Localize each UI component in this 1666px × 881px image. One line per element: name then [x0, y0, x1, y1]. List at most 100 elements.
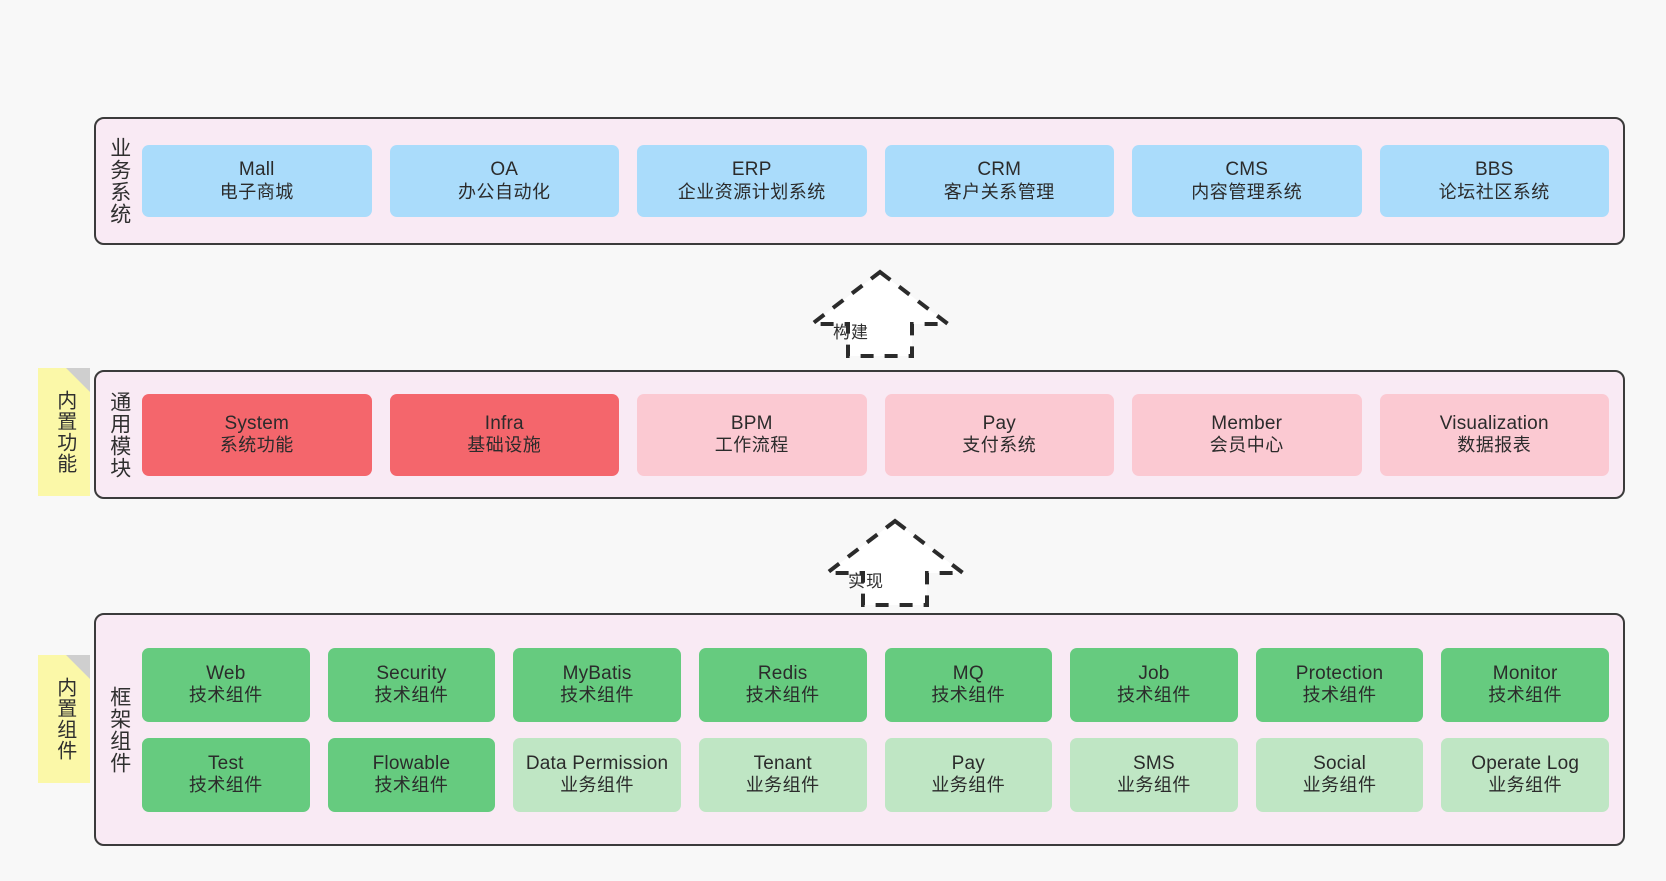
- node-subtitle: 业务组件: [560, 775, 635, 796]
- node-title: BPM: [730, 412, 773, 434]
- node-title: BBS: [1474, 159, 1514, 181]
- node-title: Pay: [951, 752, 985, 774]
- node-title: Monitor: [1492, 662, 1558, 684]
- node-title: Member: [1211, 412, 1283, 434]
- node-subtitle: 业务组件: [931, 775, 1006, 796]
- node-title: ERP: [731, 159, 772, 181]
- node-subtitle: 技术组件: [1116, 685, 1191, 706]
- node-subtitle: 论坛社区系统: [1438, 181, 1550, 202]
- note-builtin-components-text: 内置组件: [53, 677, 76, 761]
- node-title: Job: [1138, 662, 1170, 684]
- node-title: SMS: [1133, 752, 1175, 774]
- node-subtitle: 数据报表: [1457, 435, 1532, 456]
- node-title: Visualization: [1439, 412, 1549, 434]
- node-title: Pay: [982, 412, 1016, 434]
- node-title: Test: [207, 752, 244, 774]
- node-subtitle: 业务组件: [1488, 775, 1563, 796]
- node-title: Web: [206, 662, 246, 684]
- node-subtitle: 业务组件: [1116, 775, 1191, 796]
- node-title: Social: [1313, 752, 1367, 774]
- node-subtitle: 内容管理系统: [1191, 181, 1303, 202]
- node-title: Redis: [757, 662, 808, 684]
- note-builtin-features-text: 内置功能: [53, 390, 76, 474]
- node-title: CMS: [1225, 159, 1269, 181]
- node-subtitle: 技术组件: [1302, 685, 1377, 706]
- node-title: Protection: [1295, 662, 1384, 684]
- node-subtitle: 技术组件: [1488, 685, 1563, 706]
- note-builtin-features: 内置功能: [38, 368, 90, 496]
- node-title: Infra: [484, 412, 524, 434]
- node-title: Flowable: [372, 752, 451, 774]
- note-fold-corner-icon: [66, 655, 90, 679]
- implement-arrow-icon: [821, 518, 969, 607]
- node-title: OA: [490, 159, 519, 181]
- node-subtitle: 会员中心: [1209, 435, 1284, 456]
- node-subtitle: 企业资源计划系统: [677, 181, 826, 202]
- connector-build: 构建: [800, 266, 960, 358]
- layer-framework-title: 框架组件: [107, 685, 131, 774]
- layer-business-title: 业务系统: [107, 137, 131, 225]
- build-arrow-icon: [806, 269, 954, 358]
- node-subtitle: 技术组件: [188, 775, 263, 796]
- connector-implement: 实现: [815, 515, 975, 607]
- node-title: MyBatis: [562, 662, 632, 684]
- node-subtitle: 基础设施: [467, 435, 542, 456]
- node-title: MQ: [952, 662, 984, 684]
- node-subtitle: 系统功能: [219, 435, 294, 456]
- node-title: Operate Log: [1471, 752, 1580, 774]
- node-title: Mall: [238, 159, 275, 181]
- note-fold-corner-icon: [66, 368, 90, 392]
- connector-implement-label: 实现: [848, 572, 884, 591]
- node-title: Data Permission: [525, 752, 669, 774]
- connector-build-label: 构建: [833, 323, 869, 342]
- node-title: Tenant: [753, 752, 812, 774]
- node-title: System: [224, 412, 290, 434]
- node-subtitle: 支付系统: [962, 435, 1037, 456]
- node-subtitle: 业务组件: [1302, 775, 1377, 796]
- node-title: CRM: [977, 159, 1022, 181]
- node-subtitle: 办公自动化: [458, 181, 551, 202]
- node-subtitle: 技术组件: [745, 685, 820, 706]
- node-subtitle: 技术组件: [931, 685, 1006, 706]
- node-subtitle: 客户关系管理: [943, 181, 1055, 202]
- node-title: Security: [376, 662, 447, 684]
